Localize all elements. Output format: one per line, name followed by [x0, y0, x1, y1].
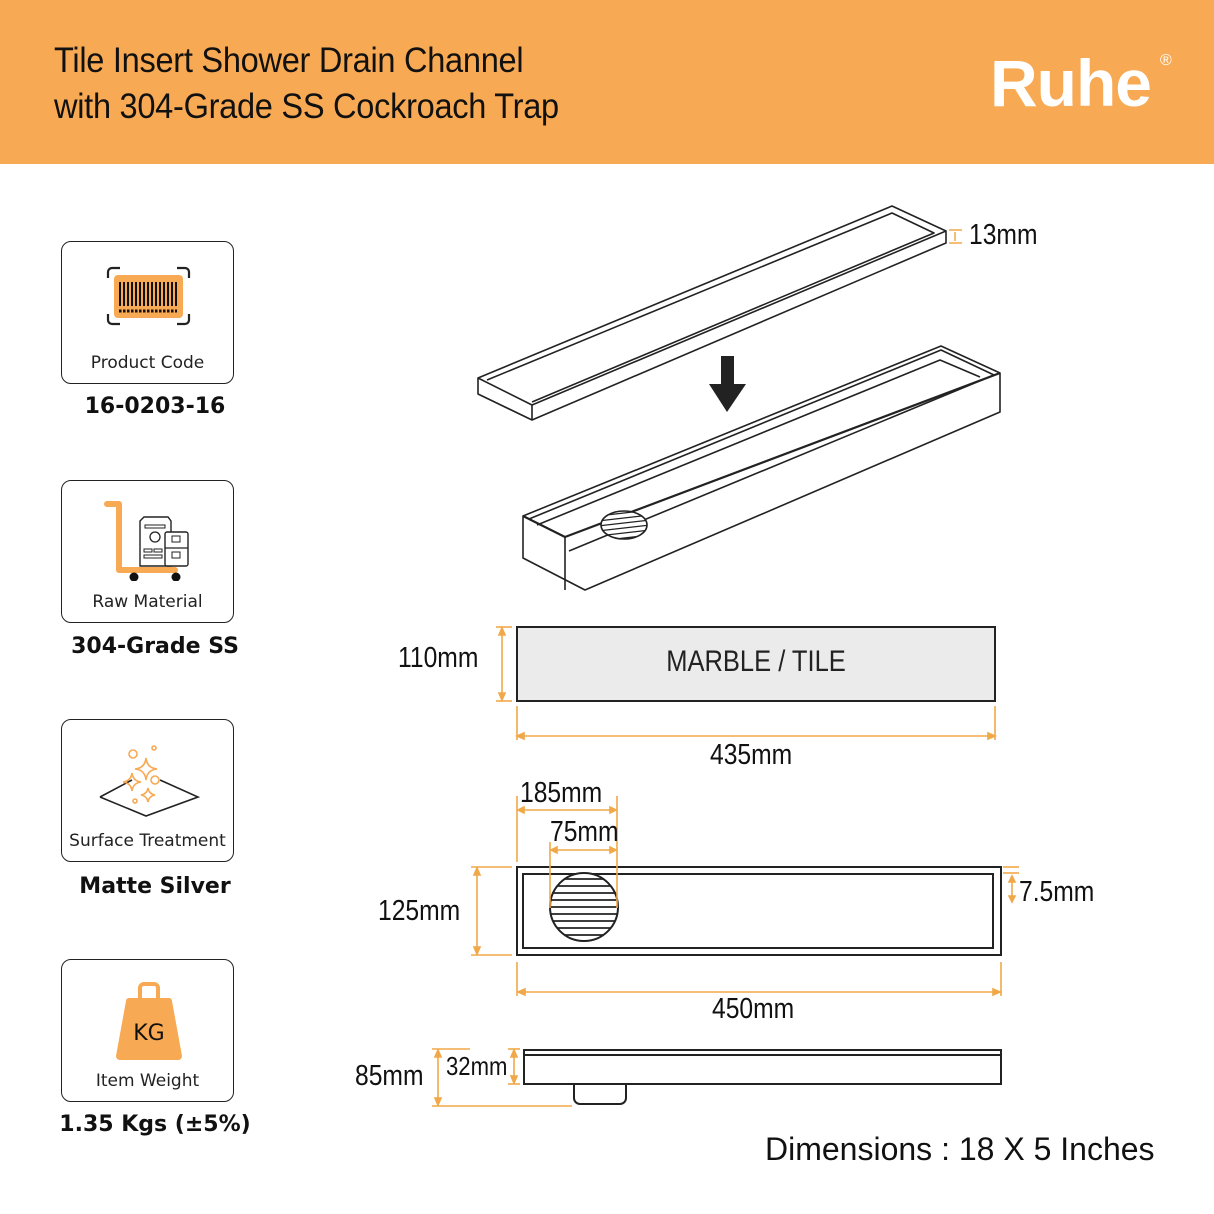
- trolley-icon: [62, 481, 233, 582]
- spec-card-product-code: Product Code: [61, 241, 234, 384]
- spec-value-item-weight: 1.35 Kgs (±5%): [59, 1112, 251, 1137]
- registered-mark: ®: [1160, 52, 1172, 69]
- outlet-offset-label: 185mm: [520, 777, 603, 809]
- overall-dimensions: Dimensions : 18 X 5 Inches: [765, 1131, 1155, 1167]
- spec-label: Raw Material: [92, 592, 203, 612]
- spec-value-raw-material: 304-Grade SS: [71, 634, 239, 659]
- channel-body-drawing: [522, 345, 1001, 591]
- weight-icon-text: KG: [133, 1021, 164, 1046]
- marble-tile-insert: MARBLE / TILE: [516, 626, 996, 702]
- channel-length-label: 450mm: [712, 993, 795, 1025]
- header-banner: Tile Insert Shower Drain Channel with 30…: [0, 0, 1214, 164]
- spec-value-surface-treatment: Matte Silver: [79, 874, 231, 899]
- total-depth-label: 85mm: [355, 1060, 424, 1092]
- spec-label: Surface Treatment: [69, 831, 226, 851]
- barcode-icon: [62, 242, 233, 342]
- outlet-diameter-label: 75mm: [550, 816, 619, 848]
- grate-height-label: 13mm: [969, 219, 1038, 251]
- title-line-1: Tile Insert Shower Drain Channel: [54, 41, 524, 80]
- channel-width-label: 125mm: [378, 895, 461, 927]
- marble-tile-label: MARBLE / TILE: [666, 645, 846, 678]
- spec-card-raw-material: Raw Material: [61, 480, 234, 623]
- grate-tray-drawing: [477, 205, 947, 421]
- brand-name: Ruhe: [990, 46, 1152, 120]
- spec-label: Product Code: [90, 353, 205, 373]
- weight-icon: KG: [62, 960, 233, 1060]
- brand-logo: Ruhe ®: [990, 46, 1172, 120]
- side-view-drawing: [523, 1049, 1002, 1105]
- spec-value-product-code: 16-0203-16: [84, 394, 226, 419]
- product-title: Tile Insert Shower Drain Channel with 30…: [54, 38, 559, 130]
- top-view-drawing: [516, 866, 1002, 956]
- spec-card-surface-treatment: Surface Treatment: [61, 719, 234, 862]
- arrow-down-icon: [709, 356, 746, 412]
- sparkle-surface-icon: [62, 720, 233, 820]
- spec-label: Item Weight: [95, 1071, 200, 1091]
- tile-height-label: 110mm: [398, 642, 479, 674]
- spec-card-item-weight: KG Item Weight: [61, 959, 234, 1102]
- rim-width-label: 7.5mm: [1019, 876, 1095, 908]
- tile-width-label: 435mm: [710, 739, 793, 771]
- title-line-2: with 304-Grade SS Cockroach Trap: [54, 87, 559, 126]
- channel-depth-label: 32mm: [446, 1051, 508, 1081]
